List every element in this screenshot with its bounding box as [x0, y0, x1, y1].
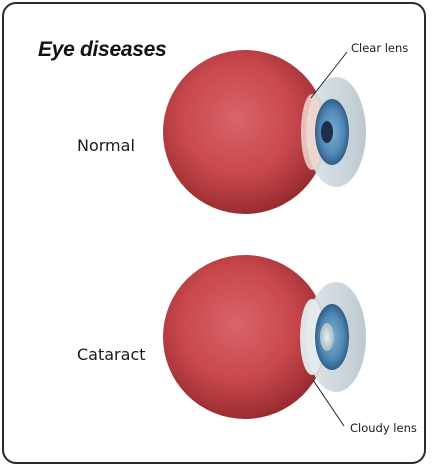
- normal-label: Normal: [77, 136, 135, 155]
- normal-eye: [163, 50, 366, 214]
- cloudy-lens-callout: Cloudy lens: [350, 421, 417, 435]
- cataract-pupil: [320, 323, 334, 351]
- cataract-label: Cataract: [77, 345, 146, 364]
- clear-lens-callout: Clear lens: [351, 41, 408, 55]
- normal-pupil: [321, 121, 333, 143]
- cataract-eye: [163, 255, 366, 419]
